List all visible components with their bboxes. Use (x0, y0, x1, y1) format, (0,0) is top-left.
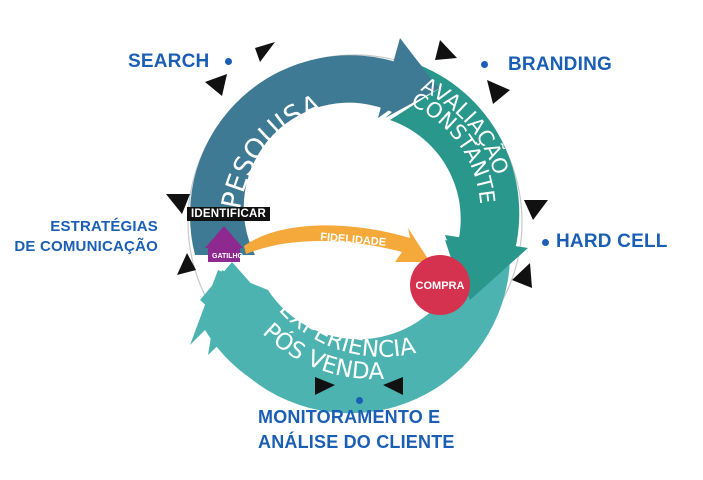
fidelidade-label: FIDELIDADE (320, 231, 387, 249)
identificar-tag: IDENTIFICAR (187, 207, 271, 221)
monitoramento-line2: ANÁLISE DO CLIENTE (258, 432, 455, 452)
estrategias-label: ESTRATÉGIAS DE COMUNICAÇÃO (14, 217, 158, 257)
ring-markers (166, 40, 548, 395)
pesquisa-arrowhead (378, 38, 432, 118)
search-dot (225, 58, 232, 65)
marker-triangle (512, 263, 532, 288)
marker-triangle (205, 74, 227, 96)
marker-triangle (255, 42, 275, 62)
gatilho-shape (205, 226, 243, 262)
marker-triangle (383, 377, 403, 395)
experiencia-band (190, 260, 510, 414)
monitoramento-dot (356, 397, 363, 404)
fidelidade-arrow (244, 225, 430, 262)
marker-triangle (315, 377, 335, 395)
marker-triangle (435, 40, 457, 60)
compra-label: COMPRA (416, 280, 465, 292)
search-label: SEARCH (128, 51, 210, 72)
marker-triangle (166, 194, 190, 214)
marker-triangle (177, 253, 196, 275)
estrategias-line2: DE COMUNICAÇÃO (14, 238, 158, 255)
marker-triangle (487, 80, 510, 104)
avaliacao-band (390, 60, 520, 300)
estrategias-line1: ESTRATÉGIAS (50, 218, 158, 235)
monitoramento-line1: MONITORAMENTO E (258, 407, 441, 427)
hard-cell-label: HARD CELL (556, 231, 668, 252)
monitoramento-label: MONITORAMENTO E ANÁLISE DO CLIENTE (258, 405, 455, 455)
branding-dot (481, 61, 488, 68)
hard-cell-dot (542, 239, 549, 246)
pesquisa-band (189, 40, 440, 255)
compra-circle (410, 255, 470, 315)
gatilho-label: GATILHO (212, 253, 244, 260)
branding-label: BRANDING (508, 54, 612, 75)
marker-triangle (524, 200, 548, 220)
